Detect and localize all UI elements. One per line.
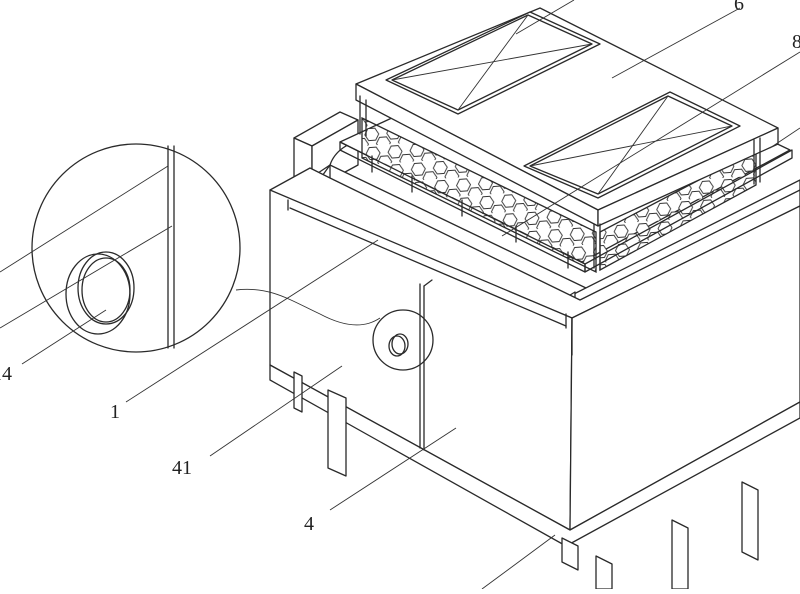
label-41: 41 (172, 457, 192, 479)
label-8: 8 (792, 31, 800, 53)
label-14: 14 (0, 363, 12, 385)
top-cover-lid (355, 7, 779, 271)
label-6: 6 (734, 0, 744, 15)
label-4: 4 (304, 513, 314, 535)
label-1: 1 (110, 401, 120, 423)
small-circle-button (372, 309, 434, 371)
detail-magnifier (31, 143, 381, 353)
main-housing-box (269, 167, 800, 547)
support-legs (293, 371, 759, 590)
